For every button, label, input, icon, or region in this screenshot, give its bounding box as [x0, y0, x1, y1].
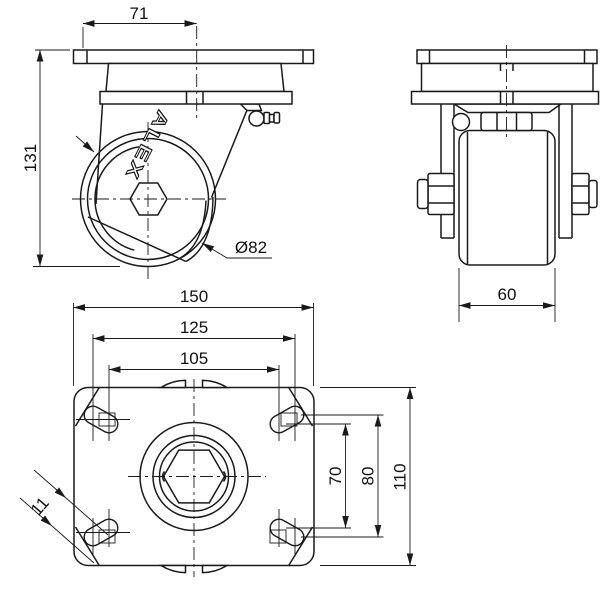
dim-label-70: 70	[326, 467, 345, 486]
dim-label-131: 131	[21, 144, 40, 172]
dim-label-105: 105	[180, 349, 208, 368]
axle-bolt-right	[571, 172, 598, 216]
dim-label-71: 71	[130, 4, 149, 23]
slot-notches	[98, 412, 298, 544]
bolt-slots	[83, 405, 305, 547]
front-view: ALEX 71 131 Ø82	[21, 4, 315, 280]
dim-label-110: 110	[391, 463, 410, 490]
dim-label-11: 11	[27, 493, 53, 519]
side-view: 60	[410, 45, 600, 322]
swivel-fork	[95, 103, 251, 205]
dim-label-60: 60	[498, 285, 517, 304]
swivel-race-fins	[158, 379, 230, 574]
dim-front-offset: 71	[82, 4, 197, 48]
dim-label-150: 150	[180, 287, 208, 306]
rim-leader-arrow	[75, 135, 95, 153]
grease-fitting	[238, 103, 281, 127]
plan-view: 150 125 105 70 80 110	[19, 287, 416, 577]
dim-bolt-pitch-wide: 125	[92, 318, 296, 441]
axle-bolt-left	[416, 172, 455, 216]
centerlines-front	[72, 26, 226, 280]
dim-plate-depth: 110	[320, 387, 416, 566]
fork-legs-side	[440, 104, 573, 239]
dim-label-125: 125	[180, 318, 208, 337]
dim-wheel-diameter: Ø82	[201, 238, 272, 259]
dim-label-80: 80	[359, 467, 378, 486]
fork-crown	[451, 103, 564, 114]
dim-bolt-pitch-v-wide: 80	[301, 414, 384, 538]
centerlines-plan	[76, 379, 296, 577]
dim-slot-width: 11	[19, 469, 109, 564]
dim-wheel-width: 60	[458, 268, 556, 322]
dim-bolt-pitch-v-narrow: 70	[286, 423, 351, 529]
dim-plate-width: 150	[73, 287, 314, 386]
top-plate-front	[72, 49, 315, 105]
dim-label-d82: Ø82	[235, 238, 267, 257]
top-plate-side	[410, 49, 600, 105]
dim-front-height: 131	[21, 49, 120, 267]
dim-bolt-pitch-narrow: 105	[108, 349, 280, 441]
swivel-bolt-detail	[451, 112, 471, 132]
brand-logo-text: ALEX	[121, 107, 173, 184]
wheel-side	[458, 129, 556, 266]
